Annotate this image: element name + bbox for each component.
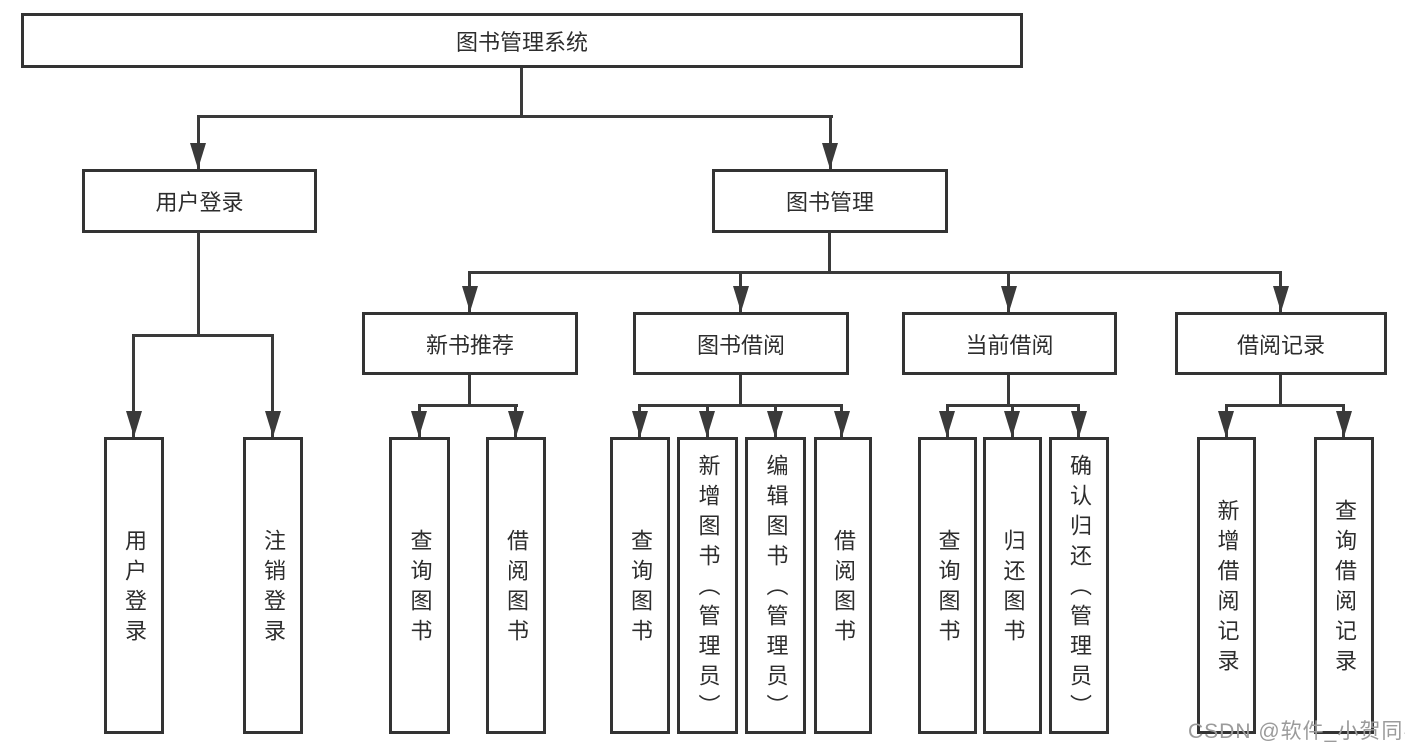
node-borrowing-records: 借阅记录 [1175,312,1387,375]
arrowhead-icon [1218,411,1234,437]
connector [418,404,518,407]
connector [468,271,1282,274]
leaf-query-books-current: 查询图书 [918,437,977,734]
arrowhead-icon [1071,411,1087,437]
node-book-management: 图书管理 [712,169,948,233]
connector [739,375,742,406]
connector [132,334,274,337]
connector [638,404,843,407]
arrowhead-icon [190,143,206,169]
connector [829,115,832,169]
arrowhead-icon [939,411,955,437]
leaf-confirm-return-admin: 确认归还（管理员） [1049,437,1109,734]
leaf-add-borrow-record: 新增借阅记录 [1197,437,1256,734]
connector [1007,375,1010,406]
arrowhead-icon [733,286,749,312]
arrowhead-icon [699,411,715,437]
leaf-query-books-recommend: 查询图书 [389,437,450,734]
arrowhead-icon [265,411,281,437]
connector [197,232,200,337]
connector [132,334,135,437]
leaf-add-books-admin: 新增图书（管理员） [677,437,738,734]
arrowhead-icon [834,411,850,437]
arrowhead-icon [632,411,648,437]
node-book-borrowing: 图书借阅 [633,312,849,375]
connector [197,115,200,169]
arrowhead-icon [822,143,838,169]
arrowhead-icon [126,411,142,437]
leaf-query-books-borrowing: 查询图书 [610,437,670,734]
node-user-login: 用户登录 [82,169,317,233]
connector [828,232,831,274]
arrowhead-icon [1001,286,1017,312]
leaf-user-login: 用户登录 [104,437,164,734]
node-current-borrowing: 当前借阅 [902,312,1117,375]
watermark: CSDN @软件_小贺同学 [1188,720,1405,743]
leaf-borrow-books: 借阅图书 [814,437,872,734]
arrowhead-icon [411,411,427,437]
leaf-return-books: 归还图书 [983,437,1042,734]
arrowhead-icon [1273,286,1289,312]
leaf-edit-books-admin: 编辑图书（管理员） [745,437,806,734]
node-library-management-system: 图书管理系统 [21,13,1023,68]
connector [468,375,471,406]
node-new-book-recommendation: 新书推荐 [362,312,578,375]
connector [271,334,274,437]
arrowhead-icon [1004,411,1020,437]
arrowhead-icon [462,286,478,312]
leaf-borrow-books-recommend: 借阅图书 [486,437,546,734]
arrowhead-icon [1336,411,1352,437]
leaf-logout: 注销登录 [243,437,303,734]
arrowhead-icon [767,411,783,437]
connector [1279,375,1282,406]
leaf-query-borrow-record: 查询借阅记录 [1314,437,1374,734]
arrowhead-icon [508,411,524,437]
connector [520,68,523,117]
connector [197,115,833,118]
connector [1225,404,1345,407]
